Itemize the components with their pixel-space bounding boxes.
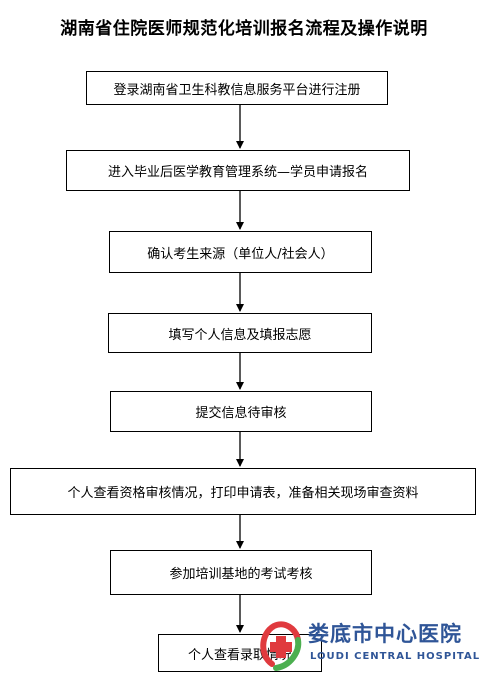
- step-6-review: 个人查看资格审核情况，打印申请表，准备相关现场审查资料: [10, 468, 476, 515]
- hospital-name-cn: 娄底市中心医院: [308, 621, 462, 646]
- step-7-exam: 参加培训基地的考试考核: [110, 550, 372, 595]
- hospital-logo-icon: [260, 621, 302, 671]
- step-5-submit: 提交信息待审核: [110, 391, 372, 432]
- step-2-apply: 进入毕业后医学教育管理系统—学员申请报名: [66, 150, 410, 191]
- hospital-name-en: LOUDI CENTRAL HOSPITAL: [310, 651, 481, 662]
- step-1-register: 登录湖南省卫生科教信息服务平台进行注册: [86, 71, 388, 105]
- step-4-fill-info: 填写个人信息及填报志愿: [108, 313, 372, 353]
- step-3-source: 确认考生来源（单位人/社会人）: [109, 231, 372, 273]
- hospital-watermark: 娄底市中心医院 LOUDI CENTRAL HOSPITAL: [258, 614, 483, 674]
- page-title: 湖南省住院医师规范化培训报名流程及操作说明: [60, 19, 428, 39]
